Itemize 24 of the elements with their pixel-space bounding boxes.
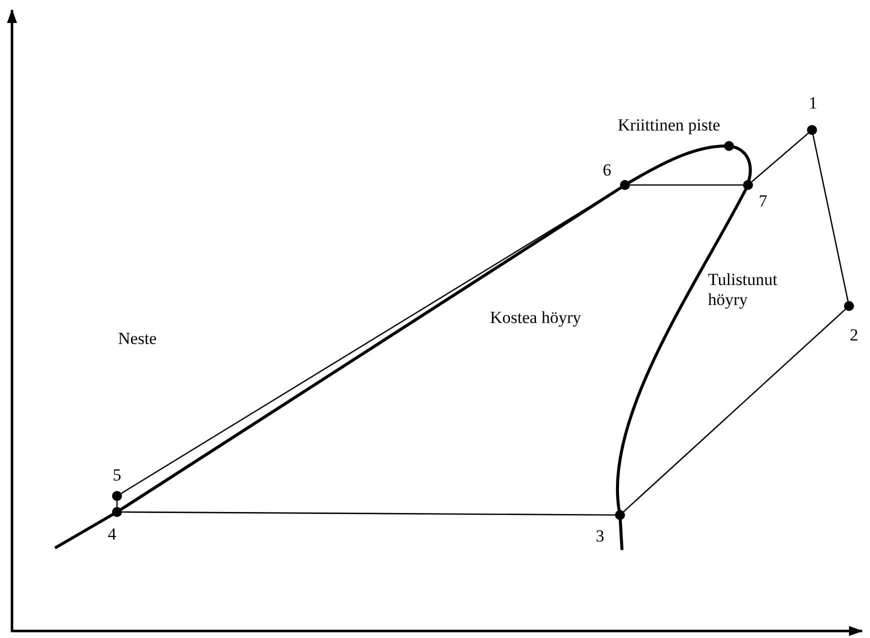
state-point	[615, 510, 625, 520]
point-label: 7	[758, 192, 768, 212]
cycle-line	[751, 132, 809, 182]
cycle-line	[630, 184, 743, 186]
region-label: Tulistunut höyry	[708, 270, 778, 311]
point-label: 2	[850, 326, 858, 346]
region-label: Kostea höyry	[490, 308, 582, 328]
point-label: 5	[112, 466, 122, 486]
state-point	[620, 180, 630, 190]
cycle-line	[812, 134, 849, 302]
state-point	[112, 507, 122, 517]
point-label: 3	[596, 528, 604, 546]
point-label: 6	[602, 162, 612, 180]
point-label: 1	[808, 94, 818, 114]
point-label: 4	[108, 526, 116, 544]
state-point	[112, 491, 122, 501]
state-point	[807, 125, 817, 135]
state-point	[844, 301, 854, 311]
cycle-line	[623, 308, 846, 512]
cycle-line	[122, 511, 615, 516]
point-label: Kriittinen piste	[618, 116, 720, 136]
region-label: Neste	[118, 329, 158, 350]
state-point	[743, 180, 753, 190]
state-point	[724, 141, 734, 151]
